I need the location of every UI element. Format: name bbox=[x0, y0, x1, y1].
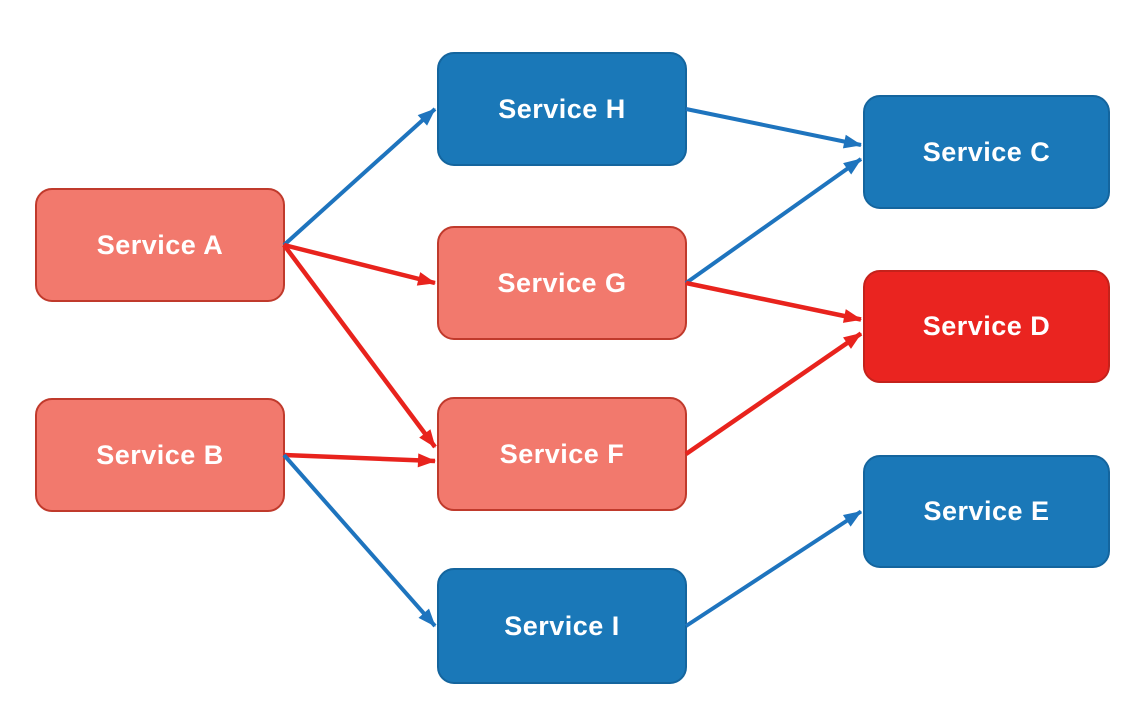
node-label: Service A bbox=[96, 229, 224, 260]
node-label: Service B bbox=[96, 439, 224, 470]
edge-G-to-C bbox=[684, 157, 863, 285]
node-label: Service I bbox=[504, 610, 620, 641]
node-service-h[interactable]: Service H bbox=[437, 52, 687, 166]
edge-B-to-F bbox=[283, 452, 436, 468]
edge-A-to-H bbox=[282, 107, 437, 247]
node-service-a[interactable]: Service A bbox=[35, 188, 285, 302]
edge-B-to-I bbox=[282, 453, 437, 628]
edge-A-to-F bbox=[282, 243, 437, 449]
node-service-e[interactable]: Service E bbox=[863, 455, 1110, 568]
node-label: Service G bbox=[497, 267, 627, 298]
node-label: Service H bbox=[498, 93, 626, 124]
edge-I-to-E bbox=[684, 509, 863, 628]
node-service-b[interactable]: Service B bbox=[35, 398, 285, 512]
edge-G-to-D bbox=[685, 280, 862, 323]
node-label: Service E bbox=[923, 496, 1050, 526]
edge-A-to-G bbox=[283, 242, 436, 286]
node-label: Service D bbox=[922, 311, 1051, 341]
node-service-d[interactable]: Service D bbox=[863, 270, 1110, 383]
node-service-f[interactable]: Service F bbox=[437, 397, 687, 511]
node-service-i[interactable]: Service I bbox=[437, 568, 687, 684]
edge-F-to-D bbox=[684, 331, 863, 456]
node-service-c[interactable]: Service C bbox=[863, 95, 1110, 209]
edge-H-to-C bbox=[685, 107, 862, 149]
node-service-g[interactable]: Service G bbox=[437, 226, 687, 340]
node-label: Service C bbox=[922, 136, 1051, 167]
node-label: Service F bbox=[499, 438, 625, 469]
